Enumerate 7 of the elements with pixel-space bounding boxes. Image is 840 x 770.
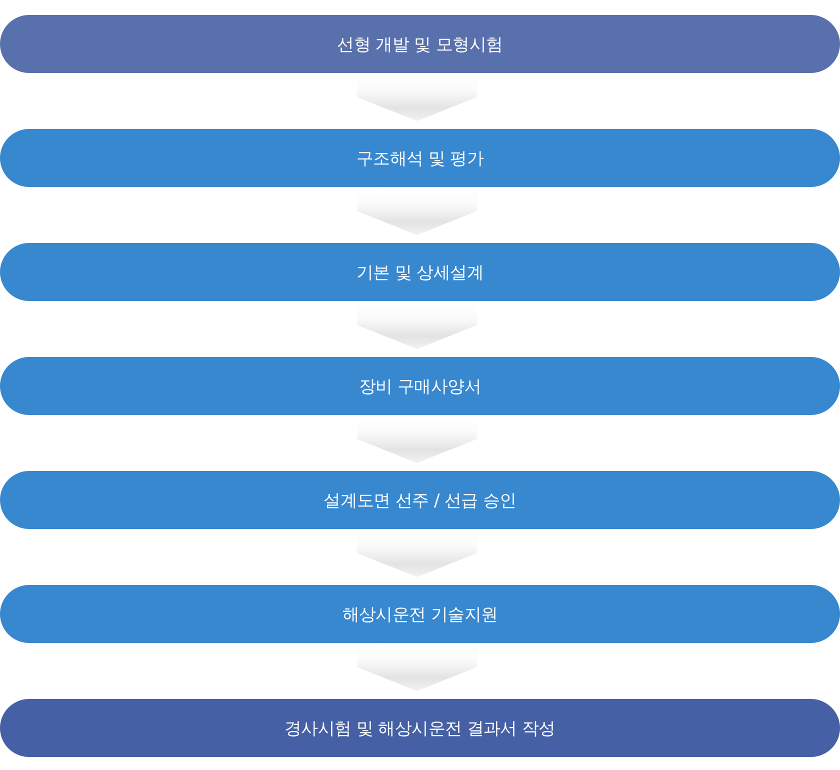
process-pill: 구조해석 및 평가 [0,129,840,187]
process-pill: 기본 및 상세설계 [0,243,840,301]
process-pill: 장비 구매사양서 [0,357,840,415]
process-pill: 선형 개발 및 모형시험 [0,15,840,73]
process-pill: 경사시험 및 해상시운전 결과서 작성 [0,699,840,757]
process-pill: 설계도면 선주 / 선급 승인 [0,471,840,529]
process-pill: 해상시운전 기술지원 [0,585,840,643]
